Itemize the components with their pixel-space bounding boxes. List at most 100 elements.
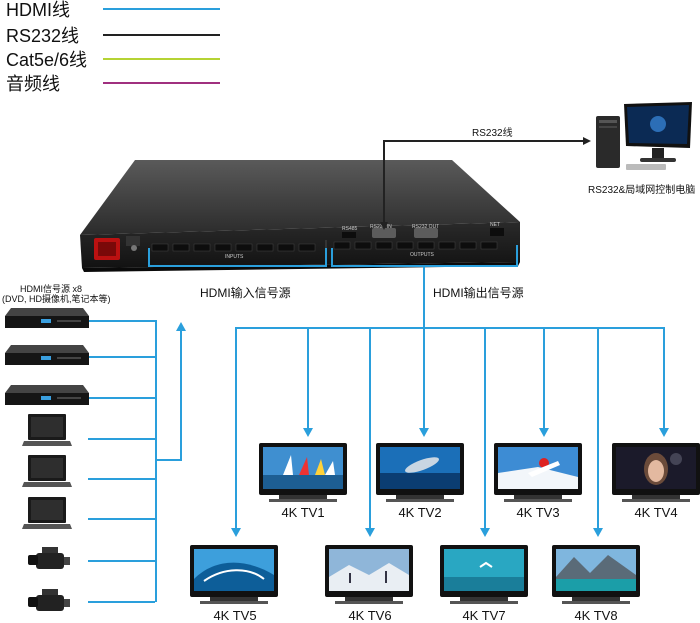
tv8-label: 4K TV8 xyxy=(574,608,618,623)
tv-picture-sailboats xyxy=(263,447,343,489)
source-link-7 xyxy=(88,560,155,562)
tv7-label: 4K TV7 xyxy=(462,608,506,623)
arrow-tv8 xyxy=(593,528,603,537)
input-bracket-right xyxy=(325,248,327,266)
arrow-tv6 xyxy=(365,528,375,537)
rs232-vertical-line xyxy=(383,140,385,226)
input-feed-horizontal xyxy=(155,459,182,461)
output-trunk xyxy=(423,266,425,328)
tv-1 xyxy=(259,443,347,503)
rs232-line-label: RS232线 xyxy=(472,128,513,139)
output-bus xyxy=(235,327,665,329)
tv-5 xyxy=(190,545,278,605)
legend-rs232-label: RS232线 xyxy=(6,26,80,46)
net-label: NET xyxy=(490,222,500,228)
legend-audio-label: 音频线 xyxy=(6,74,60,94)
input-feed-arrow xyxy=(176,322,186,331)
drop-tv2 xyxy=(423,327,425,430)
tv-picture-mountain-lake xyxy=(556,549,636,591)
camcorder-icon xyxy=(28,589,70,611)
drop-tv7 xyxy=(484,327,486,530)
rs232-horizontal-line xyxy=(383,140,583,142)
tv-picture-bird-sea xyxy=(444,549,524,591)
source-link-8 xyxy=(88,601,155,603)
tv5-label: 4K TV5 xyxy=(213,608,257,623)
legend-cat5e-label: Cat5e/6线 xyxy=(6,50,88,70)
arrow-tv1 xyxy=(303,428,313,437)
drop-tv4 xyxy=(663,327,665,430)
tv1-label: 4K TV1 xyxy=(281,505,325,520)
tv3-label: 4K TV3 xyxy=(516,505,560,520)
source-title-line1: HDMI信号源 x8 xyxy=(20,284,83,294)
laptop-icon xyxy=(22,497,72,529)
tv4-label: 4K TV4 xyxy=(634,505,678,520)
tv-picture-skier xyxy=(498,447,578,489)
tv-picture-portrait xyxy=(616,447,696,489)
matrix-switcher: RS232 IN RS232 OUT RS485 NET INPUTS OUTP… xyxy=(80,160,530,285)
drop-tv1 xyxy=(307,327,309,430)
legend-hdmi-label: HDMI线 xyxy=(6,0,70,20)
output-bracket-left xyxy=(331,248,333,266)
camcorder-1 xyxy=(28,545,72,575)
source-bus xyxy=(155,320,157,602)
arrow-tv5 xyxy=(231,528,241,537)
legend-hdmi-line xyxy=(103,8,220,10)
legend-audio-line xyxy=(103,82,220,84)
dvd-player-icon xyxy=(5,308,89,328)
tv-picture-dolphin xyxy=(380,447,460,489)
tv-8 xyxy=(552,545,640,605)
computer-icon xyxy=(596,102,692,170)
arrow-tv7 xyxy=(480,528,490,537)
control-pc xyxy=(596,102,696,172)
rs485-label: RS485 xyxy=(342,226,358,232)
tv-picture-snow-landscape xyxy=(329,549,409,591)
laptop-2 xyxy=(22,455,72,489)
drop-tv6 xyxy=(369,327,371,530)
dvd-player-2 xyxy=(5,343,89,367)
tv-7 xyxy=(440,545,528,605)
tv6-label: 4K TV6 xyxy=(348,608,392,623)
source-title-line2: (DVD, HD摄像机,笔记本等) xyxy=(2,294,111,304)
tv-3 xyxy=(494,443,582,503)
laptop-icon xyxy=(22,455,72,487)
outputs-label: OUTPUTS xyxy=(410,252,434,258)
tv2-label: 4K TV2 xyxy=(398,505,442,520)
input-label: HDMI输入信号源 xyxy=(200,286,291,300)
pc-label: RS232&局域网控制电脑 xyxy=(588,185,696,196)
dvd-player-icon xyxy=(5,345,89,365)
dvd-player-3 xyxy=(5,383,89,407)
drop-tv5 xyxy=(235,327,237,530)
rs232-arrow-down xyxy=(380,222,388,230)
arrow-tv3 xyxy=(539,428,549,437)
source-link-5 xyxy=(88,478,155,480)
laptop-icon xyxy=(22,414,72,446)
tv-6 xyxy=(325,545,413,605)
camcorder-2 xyxy=(28,587,72,617)
source-link-3 xyxy=(88,397,155,399)
laptop-3 xyxy=(22,497,72,531)
output-label: HDMI输出信号源 xyxy=(433,286,524,300)
drop-tv3 xyxy=(543,327,545,430)
source-link-1 xyxy=(88,320,155,322)
output-bracket-right xyxy=(516,245,518,265)
matrix-switcher-graphic xyxy=(80,160,520,272)
dvd-player-icon xyxy=(5,385,89,405)
inputs-label: INPUTS xyxy=(225,254,244,260)
source-link-4 xyxy=(88,438,155,440)
tv-2 xyxy=(376,443,464,503)
camcorder-icon xyxy=(28,547,70,569)
rs232-out-label: RS232 OUT xyxy=(412,224,440,230)
laptop-1 xyxy=(22,414,72,448)
input-feed-vertical xyxy=(180,330,182,460)
legend-rs232-line xyxy=(103,34,220,36)
arrow-tv2 xyxy=(419,428,429,437)
tv-4 xyxy=(612,443,700,503)
source-link-6 xyxy=(88,518,155,520)
input-bracket-left xyxy=(148,248,150,266)
input-bracket-bottom xyxy=(148,265,327,267)
arrow-tv4 xyxy=(659,428,669,437)
source-link-2 xyxy=(88,356,155,358)
rs232-arrow-right xyxy=(583,137,591,145)
legend-cat5e-line xyxy=(103,58,220,60)
drop-tv8 xyxy=(597,327,599,530)
